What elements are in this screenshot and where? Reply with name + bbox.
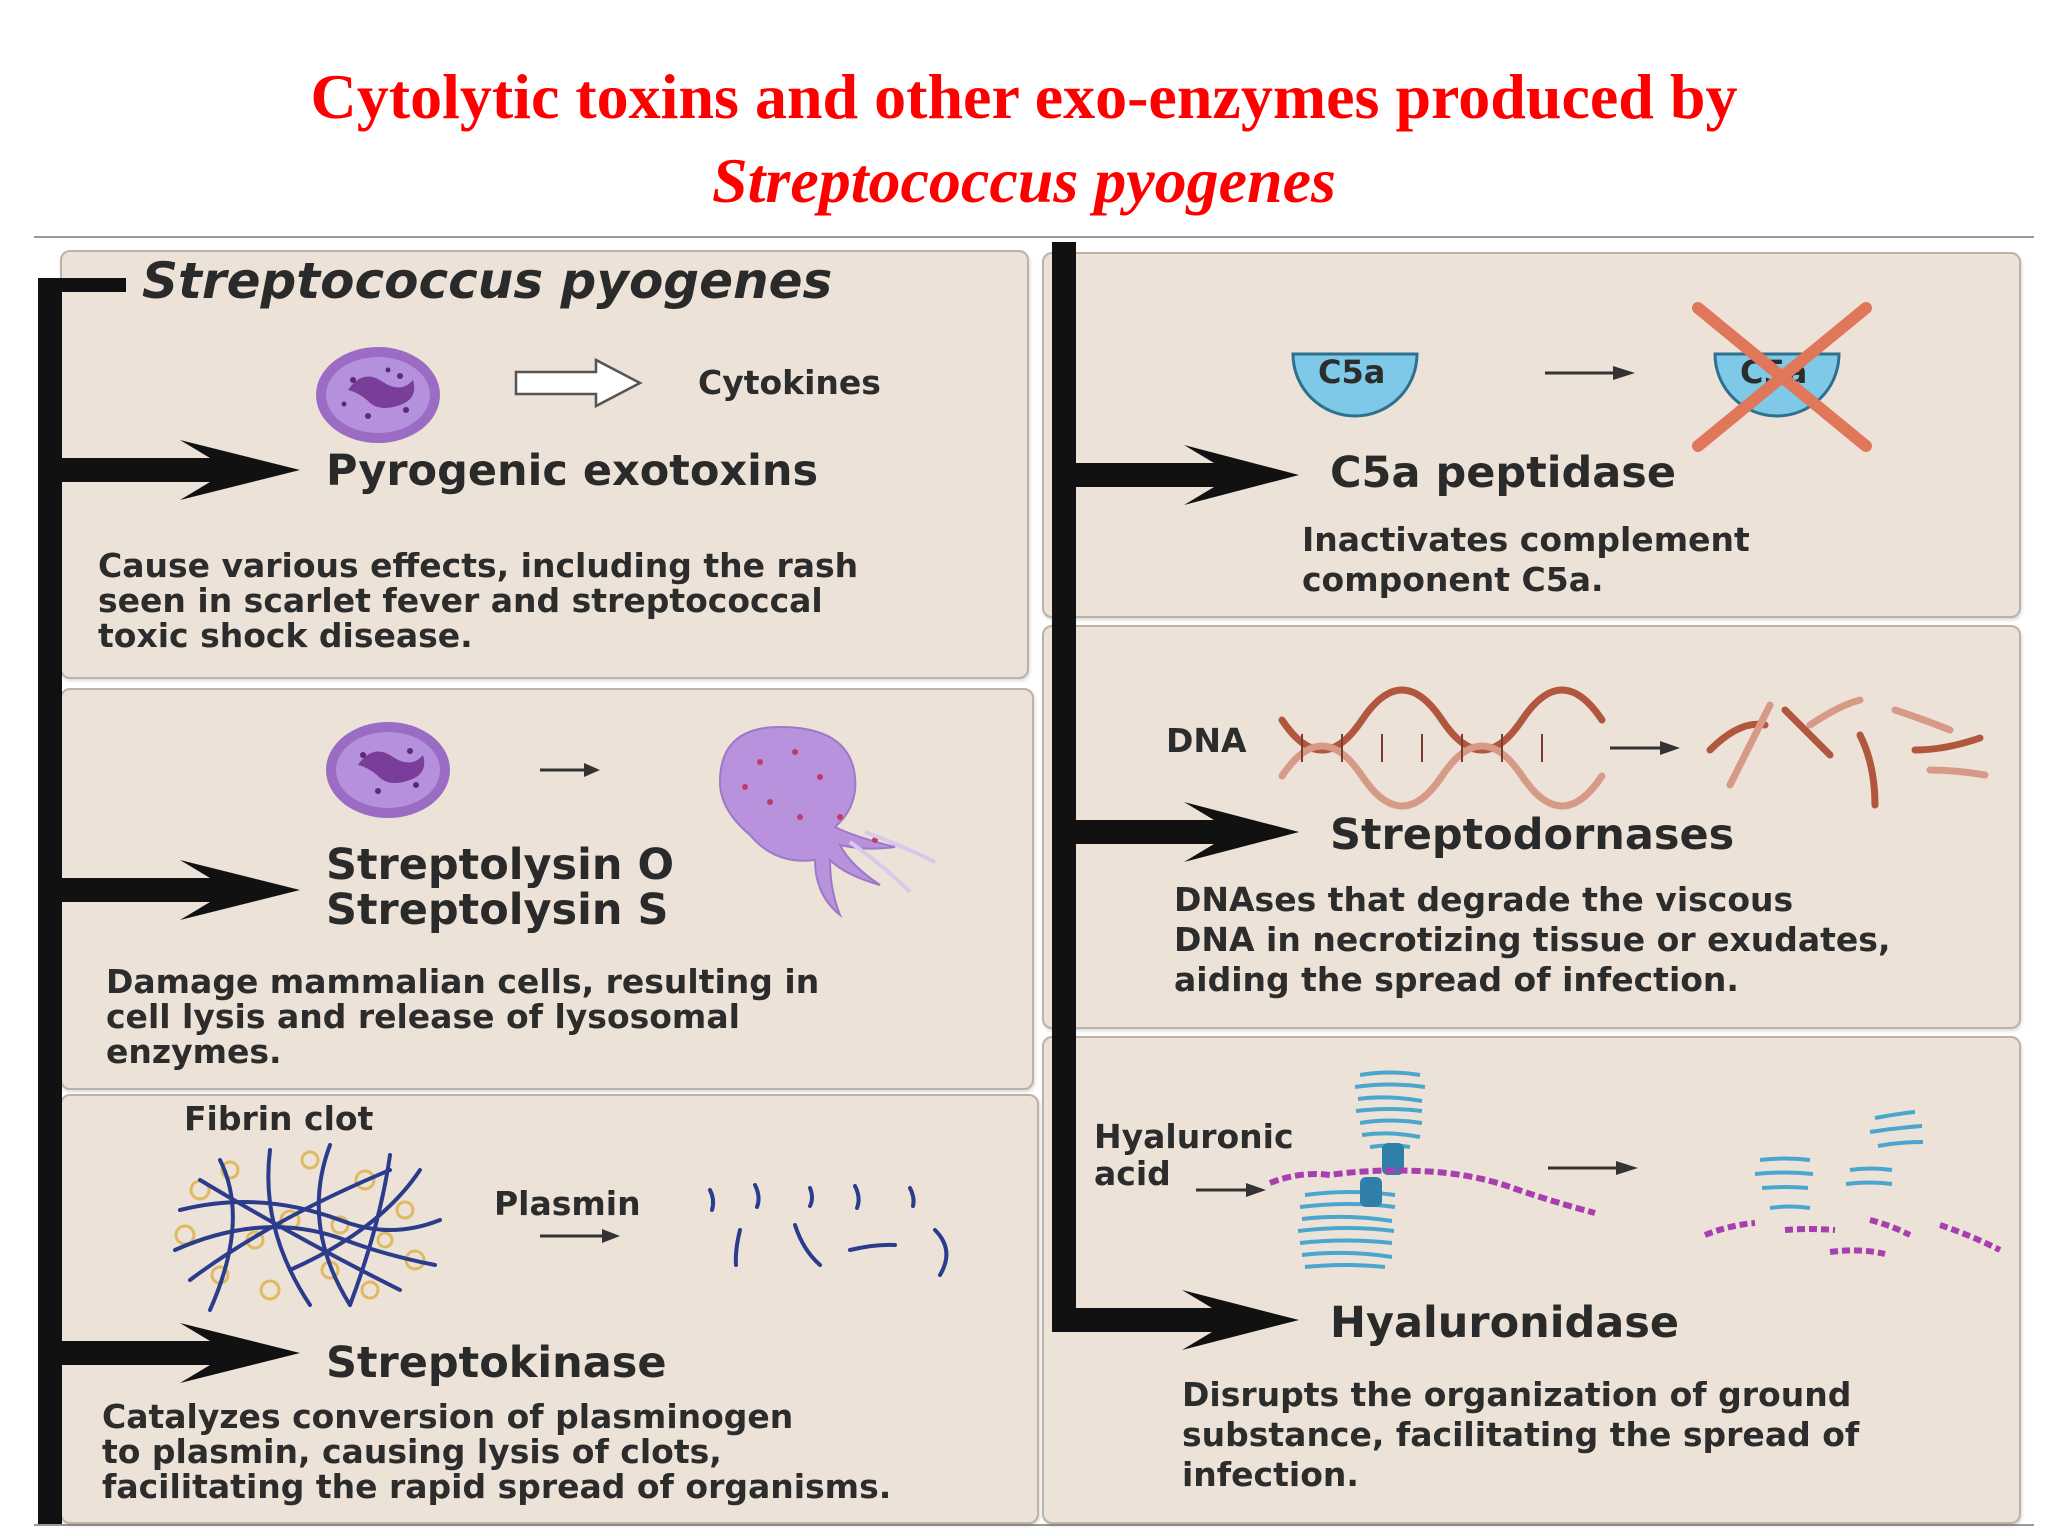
hyaluronidase-heading: Hyaluronidase (1330, 1298, 1680, 1348)
streptolysin-description-line-2: cell lysis and release of lysosomal (106, 997, 740, 1036)
streptokinase-description-line-3: facilitating the rapid spread of organis… (102, 1467, 892, 1506)
pyrogenic-exotoxins-heading: Pyrogenic exotoxins (326, 446, 819, 496)
fibrin-fragments-icon (708, 1183, 949, 1277)
c5a-description-line-1: Inactivates complement (1302, 520, 1750, 559)
hyaluronidase-description-line-1: Disrupts the organization of ground (1182, 1375, 1852, 1414)
proteoglycan-matrix-icon (1268, 1070, 1596, 1269)
arrow-to-streptodornases (1074, 802, 1299, 862)
c5a-label: C5a (1318, 353, 1386, 391)
pyrogenic-description-line-2: seen in scarlet fever and streptococcal (98, 581, 823, 620)
arrow-to-pyrogenic-exotoxins (60, 440, 300, 500)
arrow-to-c5a-peptidase (1074, 445, 1299, 505)
streptokinase-description-line-1: Catalyzes conversion of plasminogen (102, 1397, 794, 1436)
arrow-to-streptolysins (60, 860, 300, 920)
pyrogenic-description-line-3: toxic shock disease. (98, 616, 473, 655)
cytokines-label: Cytokines (698, 363, 881, 402)
small-arrow-icon (1548, 1161, 1638, 1175)
slide-title: Cytolytic toxins and other exo-enzymes p… (0, 55, 2048, 223)
streptodornases-heading: Streptodornases (1330, 810, 1735, 860)
left-bracket-vertical (38, 280, 62, 1524)
hyaluronic-acid-label-line-2: acid (1094, 1154, 1171, 1193)
streptolysin-description-line-3: enzymes. (106, 1032, 282, 1071)
dna-helix-icon (1278, 686, 1606, 810)
neutrophil-icon (326, 722, 450, 818)
lysed-cell-icon (718, 725, 936, 919)
streptolysin-o-heading: Streptolysin O (326, 840, 675, 890)
small-arrow-icon (540, 763, 600, 777)
right-bracket-vertical (1052, 242, 1076, 1322)
dna-label: DNA (1166, 721, 1247, 760)
left-bracket-top (38, 278, 126, 292)
fibrin-clot-label: Fibrin clot (184, 1099, 374, 1138)
hyaluronic-acid-label-line-1: Hyaluronic (1094, 1117, 1294, 1156)
streptodornases-description-line-1: DNAses that degrade the viscous (1174, 880, 1794, 919)
pyrogenic-description-line-1: Cause various effects, including the ras… (98, 546, 859, 585)
plasmin-label: Plasmin (494, 1184, 641, 1223)
dna-fragments-icon (1706, 696, 1989, 809)
streptodornases-description-line-2: DNA in necrotizing tissue or exudates, (1174, 920, 1891, 959)
hyaluronidase-description-line-2: substance, facilitating the spread of (1182, 1415, 1860, 1454)
plasmin-arrow-icon (540, 1229, 620, 1243)
fibrin-clot-icon (173, 1143, 442, 1312)
arrow-to-hyaluronidase (1052, 1290, 1299, 1350)
c5a-icon (1291, 352, 1419, 418)
streptokinase-description-line-2: to plasmin, causing lysis of clots, (102, 1432, 722, 1471)
cross-icon (1692, 302, 1872, 452)
organism-label: Streptococcus pyogenes (142, 252, 833, 310)
release-arrow-icon (514, 357, 643, 409)
small-arrow-icon (1610, 741, 1680, 755)
streptodornases-description-line-3: aiding the spread of infection. (1174, 960, 1739, 999)
c5a-peptidase-heading: C5a peptidase (1330, 448, 1677, 498)
c5a-description-line-2: component C5a. (1302, 560, 1604, 599)
neutrophil-icon (316, 347, 440, 443)
streptolysin-s-heading: Streptolysin S (326, 885, 669, 935)
degraded-matrix-icon (1703, 1110, 2002, 1257)
title-line-1: Cytolytic toxins and other exo-enzymes p… (310, 61, 1738, 132)
arrow-to-streptokinase (60, 1323, 300, 1383)
small-arrow-icon (1545, 366, 1635, 380)
panel-hyaluronidase (1042, 1036, 2021, 1524)
hyaluronidase-description-line-3: infection. (1182, 1455, 1359, 1494)
pointer-arrow-icon (1196, 1183, 1266, 1197)
top-rule (34, 236, 2034, 238)
streptolysin-description-line-1: Damage mammalian cells, resulting in (106, 962, 820, 1001)
title-line-2: Streptococcus pyogenes (712, 145, 1336, 216)
bottom-rule (34, 1524, 2034, 1526)
streptokinase-heading: Streptokinase (326, 1338, 667, 1388)
